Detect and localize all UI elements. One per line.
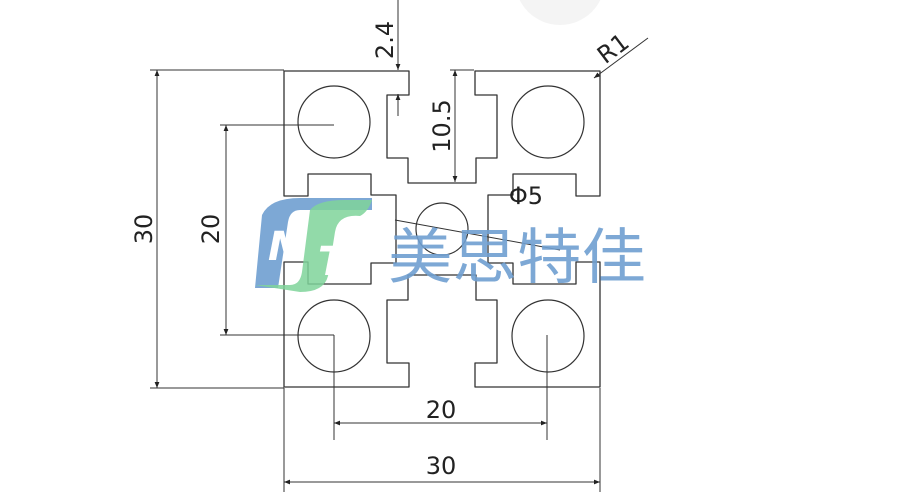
label-r1: R1 (592, 28, 634, 70)
label-phi5: Φ5 (509, 182, 543, 210)
corner-hole-bottom-right (511, 299, 585, 373)
brand-watermark-text: 美思特佳 (388, 223, 646, 293)
mt-logo: M T (255, 198, 372, 292)
corner-hole-top-right (511, 85, 585, 159)
faint-background-circle (519, 0, 601, 25)
logo-letter-m: M (268, 224, 308, 270)
leader-phi5 (394, 219, 561, 251)
dimension-lines (150, 0, 649, 492)
label-lip-2-4: 2.4 (371, 21, 399, 59)
profile-outline (283, 70, 601, 388)
label-slot-10-5: 10.5 (428, 99, 456, 152)
leader-r1 (593, 37, 649, 79)
label-height-30: 30 (130, 214, 158, 245)
label-horizontal-20: 20 (426, 396, 457, 424)
label-width-30: 30 (426, 452, 457, 480)
logo-letter-t: T (318, 239, 348, 285)
center-hole (415, 202, 469, 256)
label-vertical-20: 20 (197, 214, 225, 245)
corner-hole-top-left (297, 85, 371, 159)
